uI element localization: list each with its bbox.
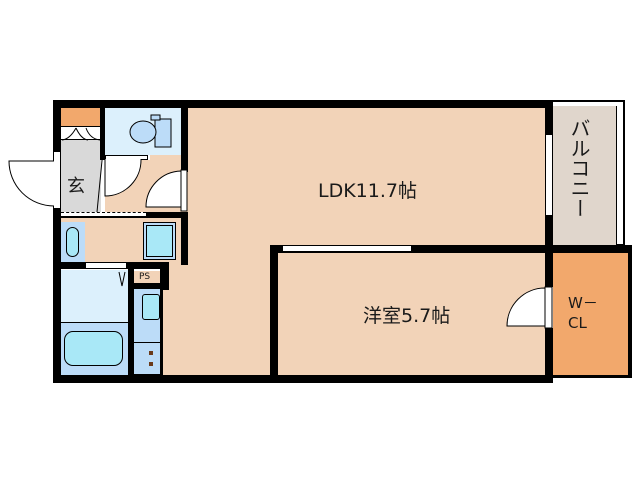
- wash-basin: [66, 227, 79, 257]
- sink: [142, 294, 160, 320]
- wall-wcl-left-bot: [545, 328, 553, 378]
- ldk-floor: [150, 106, 548, 248]
- wall-right-wcl: [628, 245, 632, 378]
- wall-hall-right: [181, 215, 188, 265]
- western-room-floor: [278, 253, 546, 375]
- stove-divider: [134, 342, 161, 343]
- hall-floor: [160, 240, 275, 376]
- western-room-label: 洋室5.7帖: [363, 305, 451, 327]
- wall-bath-right: [128, 262, 134, 378]
- wall-balcony-side-top: [545, 100, 553, 135]
- wall-toilet-left: [100, 100, 105, 160]
- washing-machine-tub: [146, 225, 173, 257]
- wall-western-left: [270, 245, 278, 380]
- ldk-label: LDK11.7帖: [318, 180, 417, 202]
- wall-ps-right: [160, 262, 169, 290]
- walk-in-closet: [553, 253, 629, 375]
- western-room-sliding-door[interactable]: [282, 245, 412, 252]
- genkan-label: 玄: [67, 176, 85, 197]
- wall-balcony-side-bot: [545, 215, 553, 255]
- bath-door-mark: [118, 271, 126, 287]
- shoe-closet-door-arcs: [61, 127, 101, 141]
- wall-wcl-left-top: [545, 245, 553, 287]
- toilet-door-swing-2: [104, 158, 142, 197]
- genkan-divider: [96, 139, 105, 213]
- shoe-closet: [61, 108, 101, 126]
- wcl-door[interactable]: [505, 286, 553, 329]
- wcl-label-line1: W－: [568, 294, 598, 312]
- toilet-icon: [129, 114, 172, 148]
- bathtub: [64, 331, 123, 366]
- wall-top: [53, 100, 553, 108]
- entrance-door[interactable]: [8, 160, 56, 210]
- wall-bottom: [53, 375, 553, 383]
- washroom-door[interactable]: [145, 169, 189, 214]
- bath-door[interactable]: [86, 263, 126, 268]
- wall-left-lower: [53, 208, 61, 380]
- wall-bottom-wcl: [545, 375, 632, 378]
- genkan-step: [61, 212, 146, 216]
- stove-knob-1: [149, 351, 153, 355]
- balcony-window[interactable]: [545, 135, 553, 215]
- balcony: [553, 106, 617, 246]
- wall-wcl-top: [545, 245, 632, 253]
- stove-knob-2: [149, 362, 153, 366]
- wall-toilet-right: [181, 100, 188, 172]
- pipe-space: [134, 271, 160, 283]
- wall-ps-bottom: [134, 283, 169, 289]
- wall-left-upper: [53, 100, 61, 152]
- ps-label: PS: [139, 272, 151, 282]
- wcl-label-line2: CL: [568, 314, 587, 332]
- wall-sink-right: [160, 289, 163, 375]
- balcony-label: バルコニー: [567, 118, 591, 218]
- genkan: [61, 140, 101, 212]
